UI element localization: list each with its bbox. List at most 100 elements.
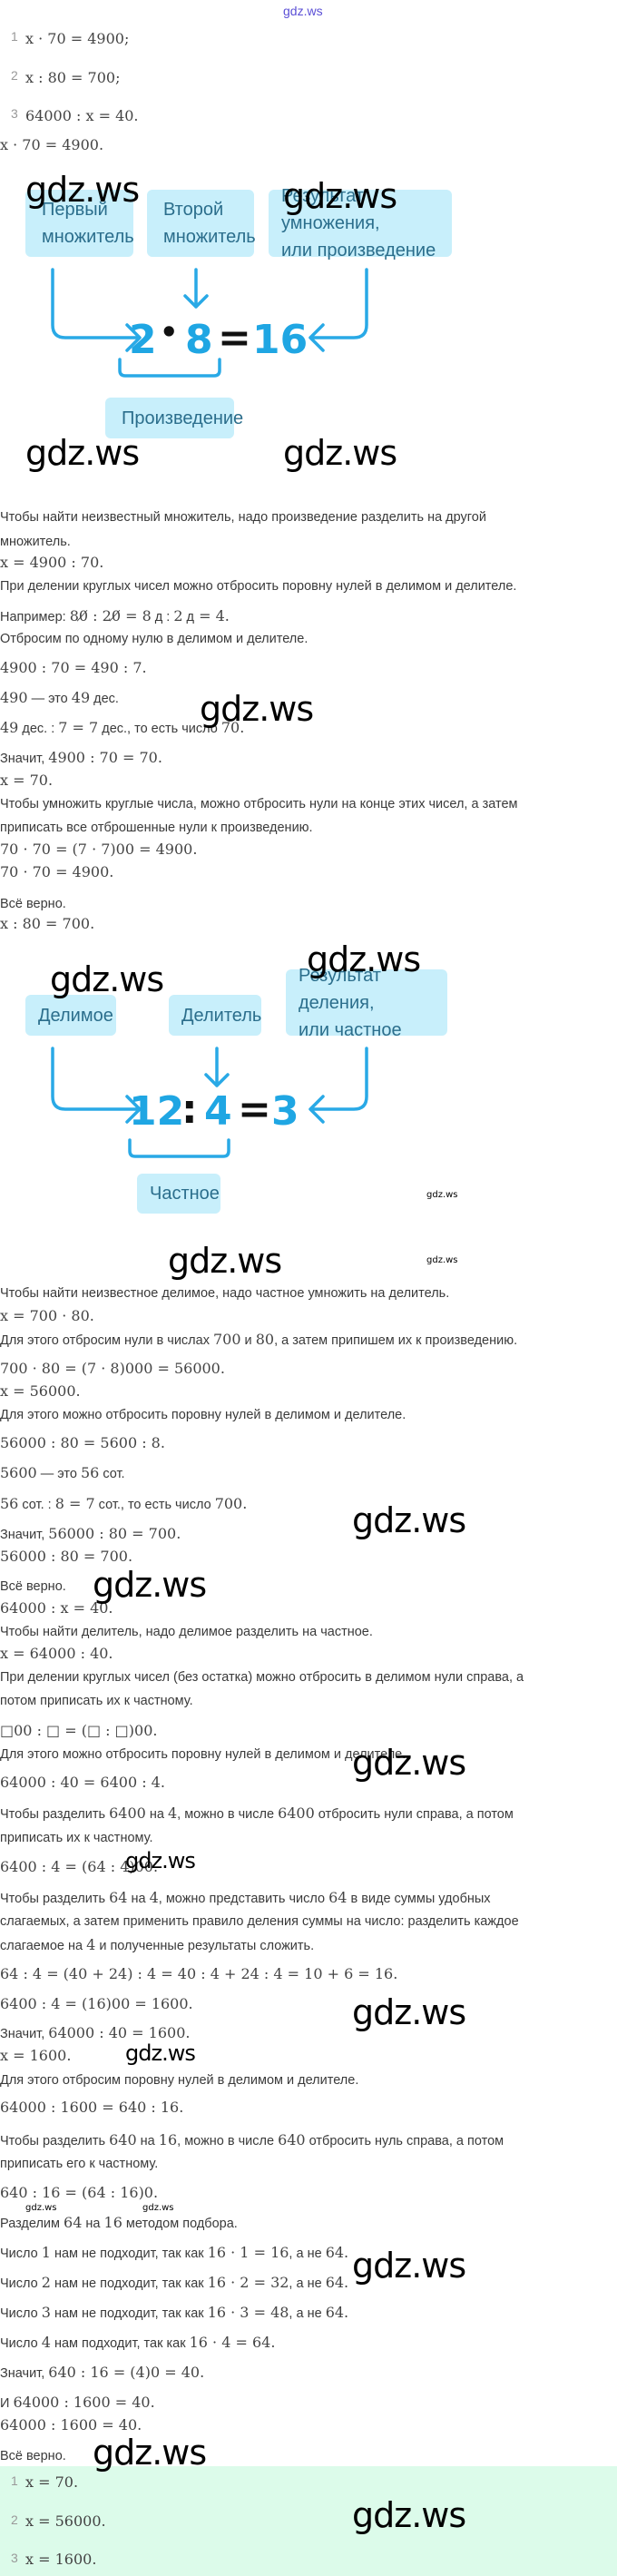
solution-line: Например: 80̸ : 20̸ = 8 д : 2 д = 4. — [0, 605, 230, 627]
solution-line: 56000 : 80 = 5600 : 8. — [0, 1432, 165, 1454]
solution-line: x · 70 = 4900. — [0, 134, 103, 156]
solution-line: 6400 : 4 = (64 : 4)00. — [0, 1856, 158, 1878]
math-expression: 700 — [212, 1331, 241, 1348]
math-expression: 3 — [41, 2304, 51, 2321]
solution-line: Всё верно. — [0, 893, 66, 915]
solution-line: 56000 : 80 = 700. — [0, 1546, 132, 1568]
math-expression: 640 — [278, 2131, 306, 2148]
watermark: gdz.ws — [426, 1255, 458, 1265]
text-fragment: При делении круглых чисел можно отбросит… — [0, 579, 517, 594]
text-fragment: Чтобы найти неизвестное делимое, надо ча… — [0, 1286, 450, 1301]
solution-line: 70 · 70 = 4900. — [0, 861, 113, 883]
math-expression: x = 64000 : 40. — [0, 1645, 113, 1662]
text-fragment: д : — [151, 610, 174, 624]
solution-line: 64000 : x = 40. — [0, 1598, 113, 1619]
text-fragment: сот. — [99, 1467, 125, 1481]
solution-line: приписать их к частному. — [0, 1827, 152, 1849]
math-expression: 4900 : 70 = 490 : 7. — [0, 659, 147, 676]
text-fragment: слагаемое на — [0, 1939, 87, 1953]
equation-factor-2: 8 — [185, 317, 213, 363]
arrow-down-icon — [204, 1047, 230, 1087]
site-logo-link[interactable]: gdz.ws — [283, 4, 323, 18]
solution-line: 64000 : 1600 = 640 : 16. — [0, 2097, 183, 2119]
text-fragment: на — [136, 2134, 159, 2148]
text-fragment: дес., то есть число — [98, 722, 221, 736]
solution-line: x = 4900 : 70. — [0, 552, 103, 574]
label-dividend: Делимое — [25, 995, 116, 1036]
equation-dividend: 12 — [129, 1088, 185, 1135]
math-expression: 64 — [109, 1889, 128, 1906]
label-text: Произведение — [122, 408, 244, 428]
solution-line: 49 дес. : 7 = 7 дес., то есть число 70. — [0, 717, 244, 739]
math-expression: 640 : 16 = (4)0 = 40. — [48, 2364, 205, 2381]
label-text: Результат умножения, — [281, 186, 380, 233]
text-fragment: нам подходит, так как — [50, 2336, 190, 2351]
math-expression: 64. — [325, 2274, 349, 2291]
answer-item: x = 1600. — [25, 2551, 97, 2568]
solution-line: Для этого отбросим нули в числах 700 и 8… — [0, 1329, 517, 1351]
math-expression: 64000 : 1600 = 40. — [13, 2394, 155, 2411]
text-fragment: Разделим — [0, 2217, 64, 2231]
watermark: gdz.ws — [93, 1565, 207, 1605]
solution-line: 4900 : 70 = 490 : 7. — [0, 657, 147, 679]
math-expression: 16 — [103, 2214, 122, 2231]
text-fragment: Значит, — [0, 2366, 49, 2381]
label-text: Первый — [42, 200, 108, 220]
text-fragment: , а не — [289, 2247, 326, 2261]
text-fragment: Например: — [0, 610, 70, 624]
math-expression: 8 = 7 — [54, 1495, 95, 1512]
text-fragment: Значит, — [0, 1528, 49, 1542]
task-number: 1 — [11, 29, 18, 44]
solution-line: 64 : 4 = (40 + 24) : 4 = 40 : 4 + 24 : 4… — [0, 1963, 397, 1985]
solution-line: И 64000 : 1600 = 40. — [0, 2392, 155, 2414]
watermark: gdz.ws — [307, 939, 421, 979]
solution-line: Значит, 56000 : 80 = 700. — [0, 1523, 181, 1545]
text-fragment: Значит, — [0, 752, 49, 766]
solution-line: Чтобы найти делитель, надо делимое разде… — [0, 1621, 373, 1643]
math-expression: 64. — [325, 2304, 349, 2321]
math-expression: 640 : 16 = (64 : 16)0. — [0, 2184, 159, 2201]
math-expression: 1 — [41, 2244, 51, 2261]
text-fragment: и — [240, 1333, 256, 1348]
math-expression: 64 : 4 = (40 + 24) : 4 = 40 : 4 + 24 : 4… — [0, 1965, 398, 1982]
label-text: Делитель — [181, 1005, 262, 1026]
math-expression: 64000 : x = 40. — [0, 1599, 113, 1617]
math-expression: 56 — [0, 1495, 19, 1512]
math-expression: 49 — [0, 719, 19, 736]
math-expression: 6400 — [109, 1804, 146, 1822]
text-fragment: И — [0, 2396, 14, 2411]
label-text: или частное — [299, 1019, 402, 1040]
text-fragment: Значит, — [0, 2027, 49, 2041]
solution-line: Число 2 нам не подходит, так как 16 · 2 … — [0, 2272, 348, 2294]
arrow-right-icon — [51, 268, 142, 352]
answer-number: 1 — [11, 2473, 18, 2488]
solution-line: 70 · 70 = (7 · 7)00 = 4900. — [0, 839, 197, 860]
text-fragment: потом приписать их к частному. — [0, 1694, 193, 1708]
text-fragment: множитель. — [0, 535, 71, 549]
solution-line: потом приписать их к частному. — [0, 1690, 193, 1712]
solution-line: x = 1600. — [0, 2045, 71, 2067]
text-fragment: Число — [0, 2306, 42, 2321]
math-expression: 700 · 80 = (7 · 8)000 = 56000. — [0, 1360, 225, 1377]
text-fragment: сот. : — [18, 1498, 55, 1512]
watermark: gdz.ws — [283, 176, 397, 216]
solution-line: 56 сот. : 8 = 7 сот., то есть число 700. — [0, 1493, 247, 1515]
equation-operator: • — [160, 315, 179, 349]
text-fragment: нам не подходит, так как — [50, 2306, 208, 2321]
solution-line: слагаемых, а затем применить правило дел… — [0, 1911, 519, 1932]
arrow-right-icon — [51, 1047, 142, 1124]
text-fragment: , а не — [289, 2276, 326, 2291]
text-fragment: Чтобы разделить — [0, 2134, 110, 2148]
text-fragment: Чтобы найти делитель, надо делимое разде… — [0, 1625, 373, 1639]
math-expression: x = 700 · 80. — [0, 1307, 94, 1324]
solution-line: 6400 : 4 = (16)00 = 1600. — [0, 1993, 193, 2015]
math-expression: 70 · 70 = 4900. — [0, 863, 114, 880]
math-expression: 16 — [158, 2131, 178, 2148]
math-expression: 64000 : 1600 = 40. — [0, 2416, 142, 2433]
solution-line: Для этого можно отбросить поровну нулей … — [0, 1744, 406, 1765]
watermark: gdz.ws — [25, 433, 140, 473]
label-division-result: Результат деления, или частное — [286, 966, 447, 1040]
math-expression: x = 56000. — [0, 1382, 81, 1400]
text-fragment: — это — [36, 1467, 81, 1481]
